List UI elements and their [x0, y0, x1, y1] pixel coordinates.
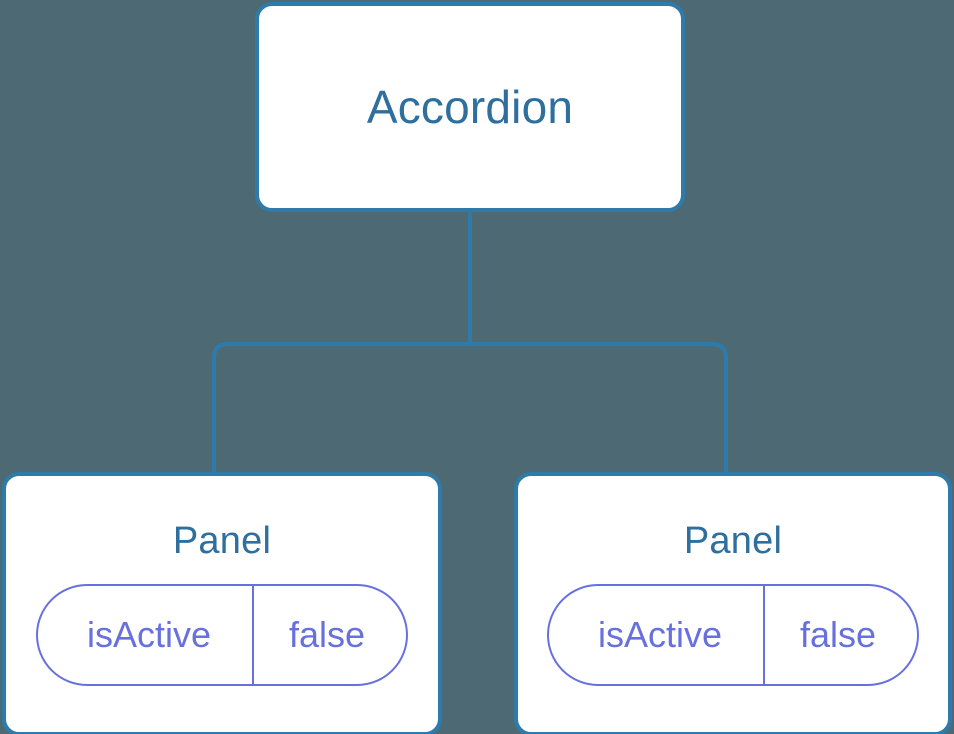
node-panel-left-label: Panel	[172, 520, 272, 562]
prop-key-label: isActive	[86, 614, 212, 655]
prop-pill-isactive-left[interactable]: isActive false	[36, 584, 408, 686]
node-panel-right-label: Panel	[683, 520, 783, 562]
node-panel-right[interactable]: Panel isActive false	[514, 472, 952, 734]
prop-pill-isactive-right[interactable]: isActive false	[547, 584, 919, 686]
prop-divider	[763, 586, 765, 684]
node-accordion-label: Accordion	[366, 81, 574, 133]
connector-branch-bus	[212, 342, 728, 472]
node-accordion[interactable]: Accordion	[255, 2, 685, 212]
node-panel-left[interactable]: Panel isActive false	[2, 472, 442, 734]
prop-divider	[252, 586, 254, 684]
prop-value-label: false	[799, 614, 877, 655]
prop-key-label: isActive	[597, 614, 723, 655]
prop-value-label: false	[288, 614, 366, 655]
